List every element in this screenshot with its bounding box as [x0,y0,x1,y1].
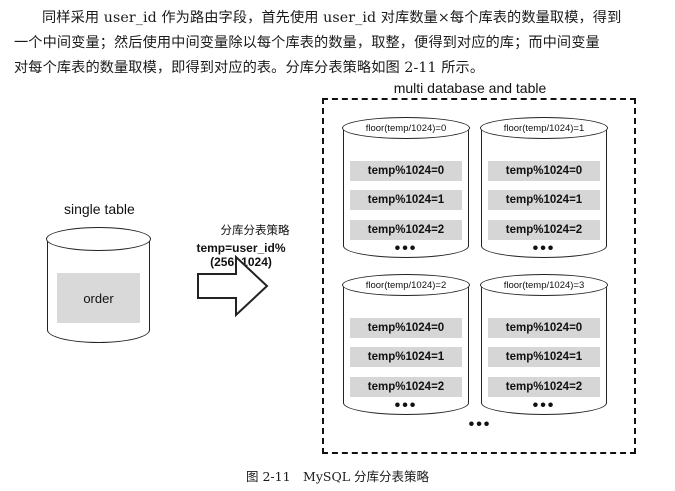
table-box: temp%1024=0 [350,318,462,338]
table-box: temp%1024=2 [350,377,462,397]
paragraph-line: 一个中间变量；然后使用中间变量除以每个库表的数量，取整，便得到对应的库；而中间变… [14,35,600,51]
strategy-label: 分库分表策略 [220,223,290,237]
database-cylinder: floor(temp/1024)=2 temp%1024=0 temp%1024… [342,274,470,415]
more-databases: ••• [468,416,492,433]
body-paragraph: 同样采用 user_id 作为路由字段，首先使用 user_id 对库数量×每个… [14,6,662,81]
database-label: floor(temp/1024)=2 [342,274,470,297]
table-box: temp%1024=0 [488,318,600,338]
table-box: temp%1024=2 [488,377,600,397]
database-label: floor(temp/1024)=3 [480,274,608,297]
database-label: floor(temp/1024)=0 [342,117,470,140]
table-box: temp%1024=2 [350,220,462,240]
more-tables: ••• [532,240,556,257]
multi-title: multi database and table [393,80,547,96]
table-box: temp%1024=0 [350,161,462,181]
single-table-cylinder: order [46,227,151,343]
paragraph-line: 同样采用 user_id 作为路由字段，首先使用 user_id 对库数量×每个… [42,10,622,26]
database-cylinder: floor(temp/1024)=1 temp%1024=0 temp%1024… [480,117,608,258]
right-arrow-icon [197,254,269,318]
more-tables: ••• [394,397,418,414]
table-box: temp%1024=1 [488,190,600,210]
database-cylinder: floor(temp/1024)=0 temp%1024=0 temp%1024… [342,117,470,258]
table-box: temp%1024=2 [488,220,600,240]
more-tables: ••• [394,240,418,257]
order-table: order [57,273,140,323]
database-cylinder: floor(temp/1024)=3 temp%1024=0 temp%1024… [480,274,608,415]
paragraph-line: 对每个库表的数量取模，即得到对应的表。分库分表策略如图 2-11 所示。 [14,60,485,76]
figure-caption: 图 2-11 MySQL 分库分表策略 [245,469,429,484]
table-box: temp%1024=1 [350,190,462,210]
more-tables: ••• [532,397,556,414]
multi-database-container [322,98,636,454]
table-box: temp%1024=1 [350,347,462,367]
cylinder-top [46,227,151,252]
single-table-label: single table [64,201,135,217]
table-box: temp%1024=0 [488,161,600,181]
database-label: floor(temp/1024)=1 [480,117,608,140]
table-box: temp%1024=1 [488,347,600,367]
